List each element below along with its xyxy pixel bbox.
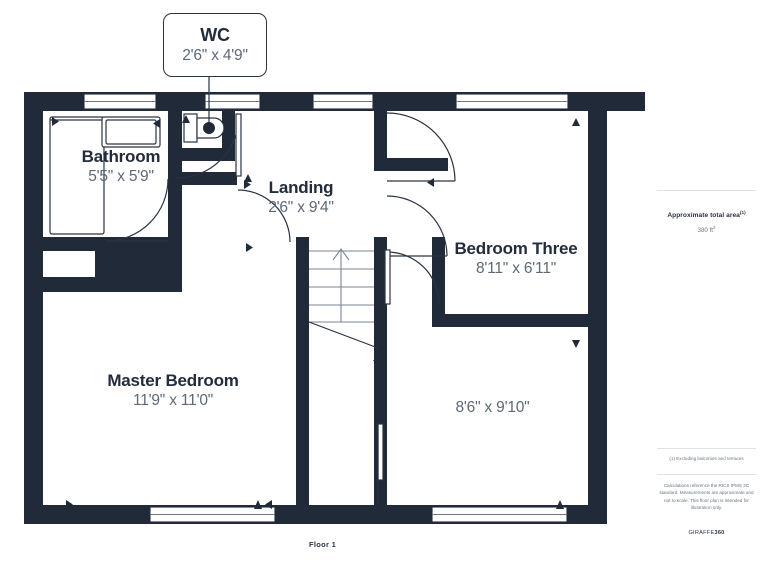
area-footnote: (1) Excluding balconies and terraces (669, 456, 744, 461)
brand-suffix: 360 (714, 530, 725, 536)
total-area-footnote-marker: (1) (739, 210, 746, 215)
staircase (308, 248, 379, 349)
exterior-walls (24, 92, 645, 524)
brand-name: GIRAFFE (688, 530, 715, 536)
legal-disclaimer: Calculations reference the RICS IPMS 3C … (659, 483, 754, 511)
wc-callout-box: WC 2'6" x 4'9" (163, 13, 267, 77)
total-area-number: 380 ft (697, 227, 714, 235)
total-area-label-text: Approximate total area (667, 212, 740, 220)
sidebar-divider-top (657, 190, 756, 191)
brand-logo: GIRAFFE360 (657, 530, 756, 536)
sidebar-divider-mid (657, 448, 756, 449)
bathroom-fixtures (49, 116, 161, 235)
total-area-unit: 2 (713, 225, 716, 231)
sidebar-divider-bottom (657, 474, 756, 475)
top-wall-windows (83, 93, 569, 110)
floor-plan-svg: .wall { fill: #212a39; } .winfr { fill: … (24, 76, 645, 524)
bottom-wall-windows (149, 506, 568, 523)
floor-plan-drawing: .wall { fill: #212a39; } .winfr { fill: … (24, 13, 645, 549)
floor-caption: Floor 1 (308, 540, 337, 549)
wc-dimensions: 2'6" x 4'9" (182, 47, 248, 65)
interior-walls (43, 111, 592, 524)
wc-name: WC (200, 24, 230, 45)
total-area-block: Approximate total area(1) 380 ft2 (645, 210, 768, 234)
info-sidebar: Approximate total area(1) 380 ft2 (1) Ex… (645, 0, 768, 576)
door-swings (105, 112, 456, 481)
direction-markers (52, 115, 580, 509)
total-area-label: Approximate total area(1) (645, 210, 768, 219)
total-area-value: 380 ft2 (645, 225, 768, 234)
